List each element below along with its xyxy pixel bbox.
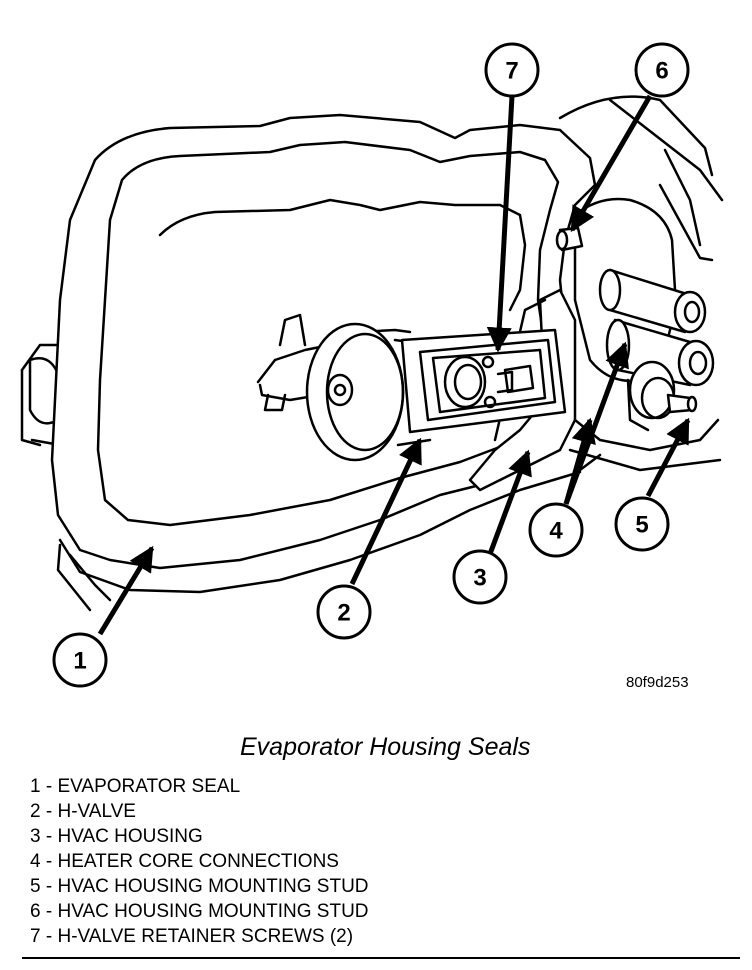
legend-item-separator: - bbox=[40, 851, 58, 872]
legend-item-number: 5 bbox=[30, 876, 41, 897]
leader-arrow-3 bbox=[487, 449, 532, 555]
dash-panel-background bbox=[558, 95, 724, 262]
callout-4-label: 4 bbox=[549, 518, 563, 545]
callout-3-circle bbox=[452, 549, 508, 605]
legend-item-separator: - bbox=[40, 801, 58, 822]
leader-arrow-6 bbox=[569, 94, 653, 233]
leader-arrow-2 bbox=[349, 437, 423, 586]
diagram-caption: Evaporator Housing Seals bbox=[240, 733, 531, 761]
legend-item: 6 - HVAC HOUSING MOUNTING STUD bbox=[30, 899, 369, 924]
legend-item-separator: - bbox=[40, 926, 58, 947]
legend-item: 2 - H-VALVE bbox=[30, 799, 369, 824]
leader-arrow-7 bbox=[486, 95, 515, 353]
leader-arrow-1 bbox=[97, 545, 155, 636]
legend-item-separator: - bbox=[40, 776, 58, 797]
callout-2-circle bbox=[316, 584, 372, 640]
legend-item-text: HVAC HOUSING MOUNTING STUD bbox=[57, 901, 369, 922]
mounting-stud-upper bbox=[555, 226, 584, 252]
legend-item: 7 - H-VALVE RETAINER SCREWS (2) bbox=[30, 924, 369, 949]
legend-item-number: 3 bbox=[30, 826, 41, 847]
legend-item: 5 - HVAC HOUSING MOUNTING STUD bbox=[30, 874, 369, 899]
callout-5-circle bbox=[614, 496, 670, 552]
bottom-rule bbox=[22, 957, 740, 959]
heater-core-tube-upper bbox=[598, 268, 707, 334]
legend-item-number: 1 bbox=[30, 776, 41, 797]
left-frame bbox=[20, 343, 70, 447]
legend-item-text: HEATER CORE CONNECTIONS bbox=[57, 851, 339, 872]
legend-item-separator: - bbox=[40, 876, 58, 897]
callout-1-label: 1 bbox=[73, 648, 86, 675]
leader-arrow-4b bbox=[563, 417, 596, 505]
legend-item-text: H-VALVE bbox=[57, 801, 136, 822]
legend-item-number: 4 bbox=[30, 851, 41, 872]
legend-item: 3 - HVAC HOUSING bbox=[30, 824, 369, 849]
callout-5-label: 5 bbox=[635, 512, 648, 539]
legend-item-text: H-VALVE RETAINER SCREWS (2) bbox=[57, 926, 354, 947]
callout-7-label: 7 bbox=[505, 58, 518, 85]
legend-item: 1 - EVAPORATOR SEAL bbox=[30, 774, 369, 799]
callout-3-label: 3 bbox=[473, 565, 486, 592]
callout-7-circle bbox=[484, 42, 540, 98]
legend-item-number: 6 bbox=[30, 901, 41, 922]
evaporator-housing-rim bbox=[96, 140, 560, 527]
legend-item-number: 2 bbox=[30, 801, 41, 822]
callout-2-label: 2 bbox=[337, 600, 350, 627]
legend-item-number: 7 bbox=[30, 926, 41, 947]
callout-6-circle bbox=[634, 42, 690, 98]
legend-item: 4 - HEATER CORE CONNECTIONS bbox=[30, 849, 369, 874]
mounting-stud-lower bbox=[626, 360, 698, 432]
callout-1-circle bbox=[52, 632, 108, 688]
hvac-housing-illustration: 1 2 3 4 5 6 7 bbox=[20, 42, 724, 688]
legend-item-text: HVAC HOUSING bbox=[57, 826, 203, 847]
housing-recess-panel bbox=[158, 198, 527, 312]
leader-arrow-5 bbox=[645, 417, 691, 498]
figure-code: 80f9d253 bbox=[626, 674, 689, 691]
callout-6-label: 6 bbox=[655, 58, 668, 85]
legend-item-separator: - bbox=[40, 901, 58, 922]
legend-item-text: EVAPORATOR SEAL bbox=[57, 776, 241, 797]
callout-4-circle bbox=[528, 502, 584, 558]
evaporator-seal-band bbox=[58, 470, 582, 594]
h-valve-disc bbox=[305, 322, 442, 462]
legend-item-text: HVAC HOUSING MOUNTING STUD bbox=[57, 876, 369, 897]
legend-item-separator: - bbox=[40, 826, 58, 847]
legend-list: 1 - EVAPORATOR SEAL 2 - H-VALVE 3 - HVAC… bbox=[30, 774, 369, 949]
